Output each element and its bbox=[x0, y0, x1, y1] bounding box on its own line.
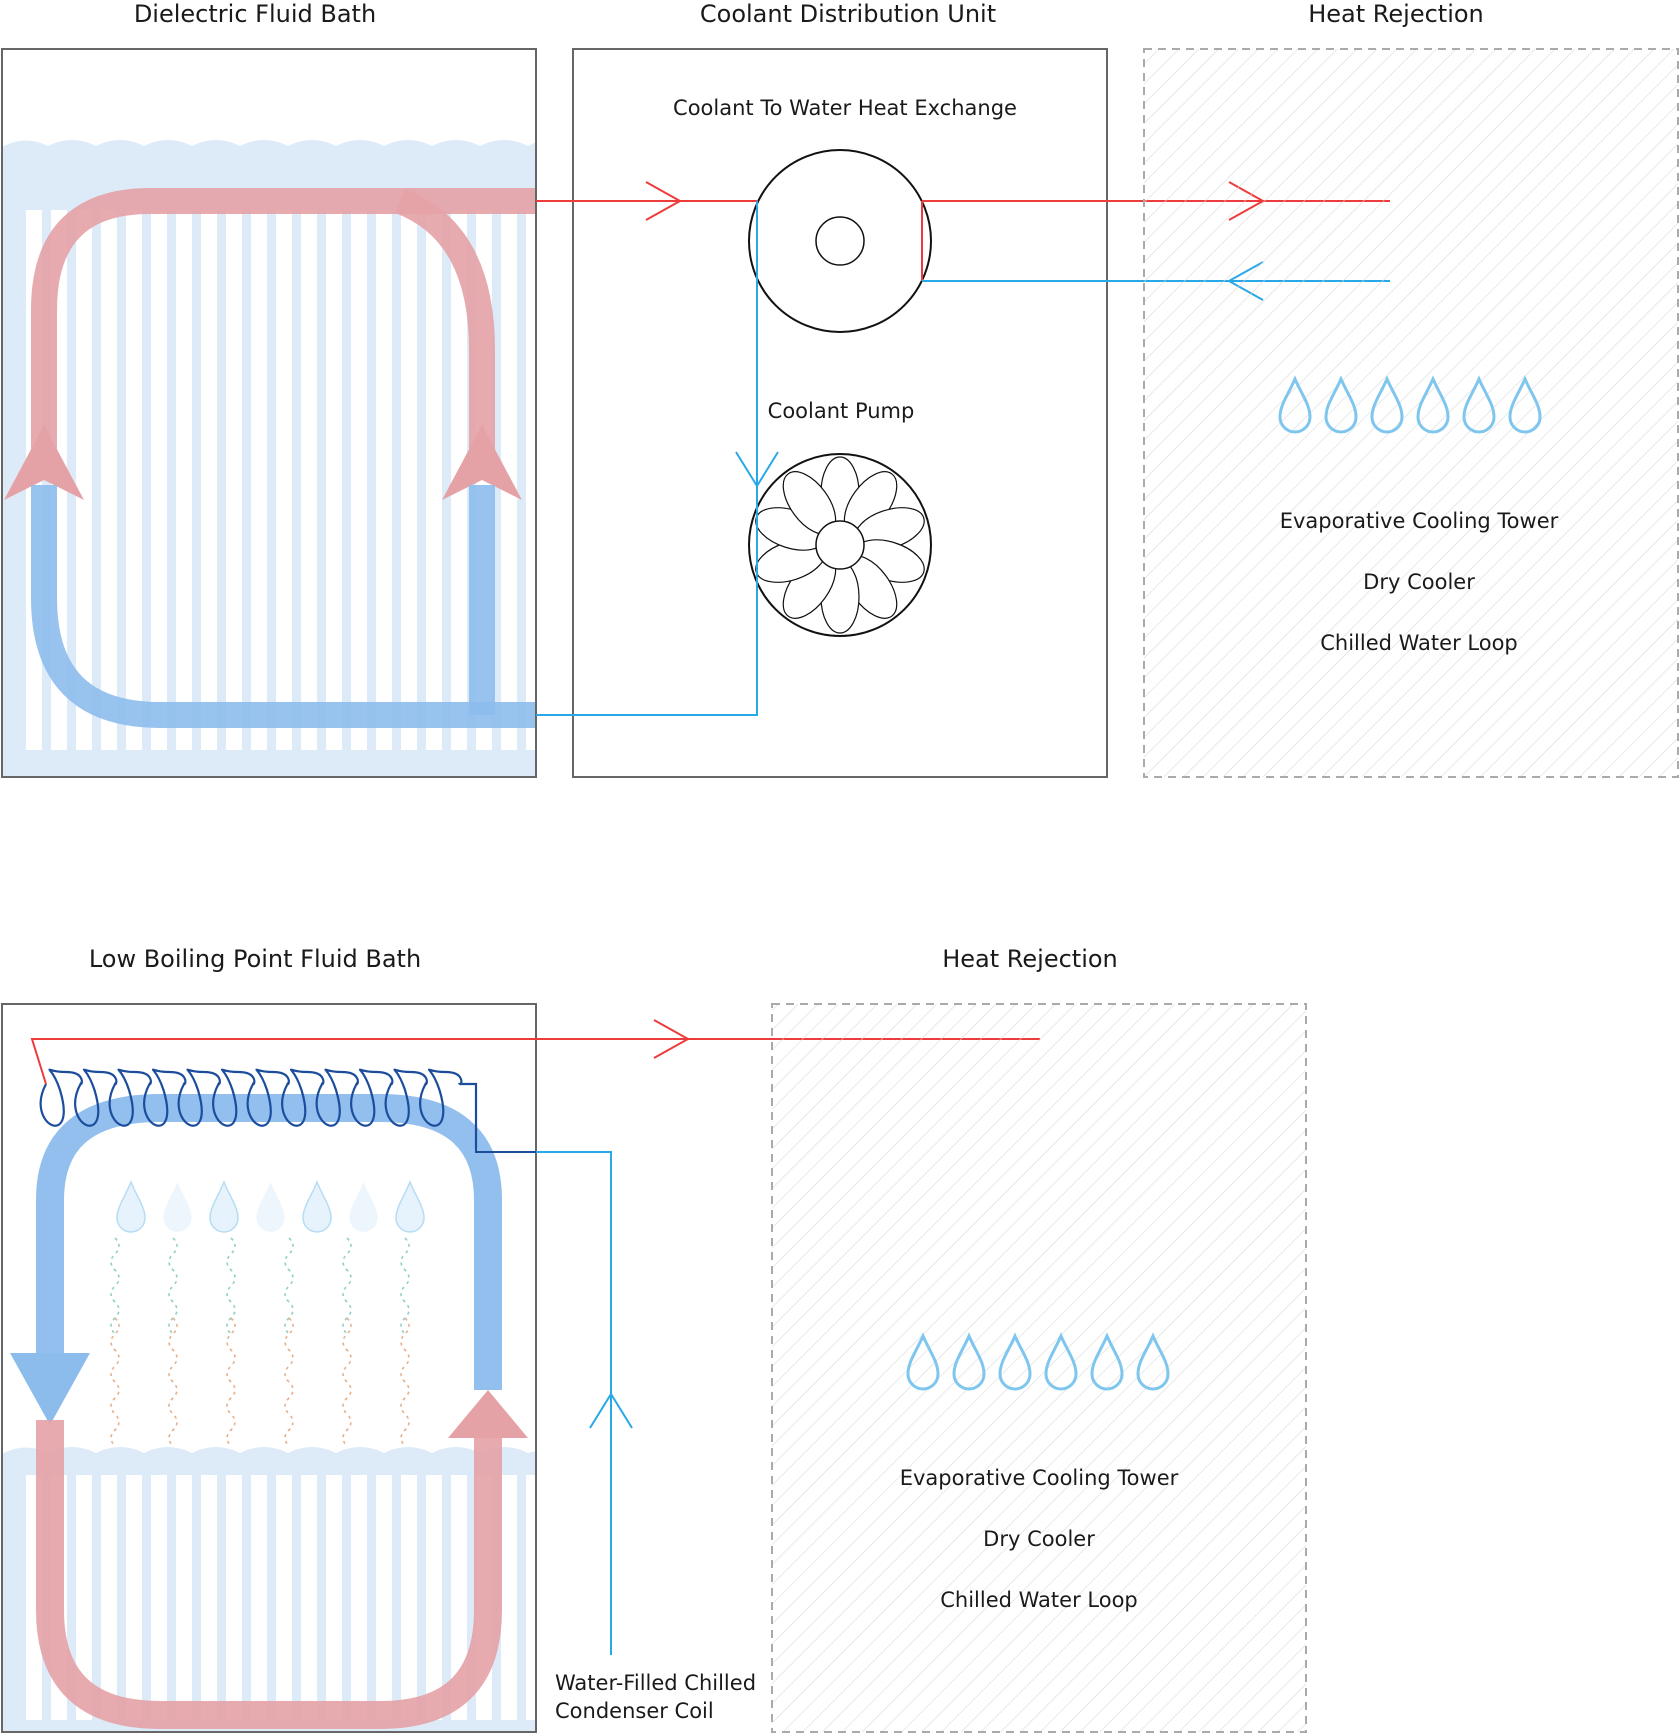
vapor-wisp bbox=[110, 1237, 120, 1335]
vapor-wisp bbox=[400, 1237, 410, 1335]
hot-arrow-right bbox=[442, 425, 522, 500]
server-blade bbox=[126, 210, 142, 750]
bath1-title: Dielectric Fluid Bath bbox=[134, 0, 376, 28]
condenser-water-line bbox=[536, 1151, 633, 1655]
heat-exchanger bbox=[748, 149, 932, 333]
server-blade bbox=[226, 1475, 242, 1720]
hot-arrow-up bbox=[448, 1390, 528, 1438]
server-blade bbox=[176, 1475, 192, 1720]
heat-exchanger-label: Coolant To Water Heat Exchange bbox=[673, 96, 1017, 120]
server-blade bbox=[376, 1475, 392, 1720]
server-blade bbox=[251, 210, 267, 750]
server-blade bbox=[376, 210, 392, 750]
cdu-title: Coolant Distribution Unit bbox=[700, 0, 996, 28]
server-blade bbox=[126, 1475, 142, 1720]
droplet-icon bbox=[116, 1181, 146, 1233]
droplet-icon bbox=[349, 1182, 378, 1232]
server-blade bbox=[176, 210, 192, 750]
server-blade bbox=[76, 1475, 92, 1720]
server-blades bbox=[26, 210, 536, 750]
server-blade bbox=[351, 210, 367, 750]
hot-liquid-flow bbox=[36, 1420, 502, 1729]
vapor-wisps bbox=[110, 1237, 410, 1447]
server-blade bbox=[76, 210, 92, 750]
bath2-box bbox=[1, 1003, 537, 1733]
server-blade bbox=[451, 1475, 467, 1720]
rejection1-option: Chilled Water Loop bbox=[1320, 631, 1518, 655]
vapor-wisp bbox=[284, 1317, 294, 1447]
server-blade bbox=[276, 210, 292, 750]
droplet-icon bbox=[209, 1181, 239, 1233]
cdu-box bbox=[572, 48, 1108, 778]
condensate-droplets bbox=[116, 1181, 425, 1233]
rejection1-option: Dry Cooler bbox=[1363, 570, 1475, 594]
server-blade bbox=[251, 1475, 267, 1720]
vapor-wisp bbox=[168, 1317, 178, 1447]
rejection2-option: Dry Cooler bbox=[983, 1527, 1095, 1551]
server-blade bbox=[326, 210, 342, 750]
low-boiling-bath bbox=[2, 1068, 536, 1732]
server-blade bbox=[426, 210, 442, 750]
server-blade bbox=[151, 1475, 167, 1720]
condenser-hot-line bbox=[30, 1019, 1040, 1085]
droplet-icon bbox=[256, 1182, 285, 1232]
vapor-wisp bbox=[400, 1317, 410, 1447]
cold-arrow-down bbox=[10, 1353, 90, 1425]
vapor-wisp bbox=[110, 1317, 120, 1447]
droplet-icon bbox=[163, 1182, 192, 1232]
rejection2-option: Chilled Water Loop bbox=[940, 1588, 1138, 1612]
vapor-wisp bbox=[226, 1237, 236, 1335]
cold-fluid-flow bbox=[31, 485, 536, 728]
server-blade bbox=[401, 1475, 417, 1720]
droplet-icon bbox=[302, 1181, 332, 1233]
hot-fluid-flow bbox=[31, 188, 536, 462]
server-blade bbox=[151, 210, 167, 750]
cold-vapor-flow bbox=[36, 1094, 502, 1390]
server-blade bbox=[326, 1475, 342, 1720]
vapor-wisp bbox=[284, 1237, 294, 1335]
vapor-wisp bbox=[342, 1237, 352, 1335]
server-blade bbox=[526, 210, 536, 750]
server-blade bbox=[301, 210, 317, 750]
server-blade bbox=[276, 1475, 292, 1720]
vapor-wisp bbox=[226, 1317, 236, 1447]
server-blade bbox=[201, 1475, 217, 1720]
server-blade bbox=[401, 210, 417, 750]
rejection2-title: Heat Rejection bbox=[942, 945, 1118, 973]
rejection1-box bbox=[1143, 48, 1679, 778]
server-blade bbox=[501, 1475, 517, 1720]
bath2-title: Low Boiling Point Fluid Bath bbox=[89, 945, 421, 973]
server-blade bbox=[101, 1475, 117, 1720]
server-blade bbox=[301, 1475, 317, 1720]
hot-arrow-left bbox=[4, 425, 84, 500]
condenser-coil bbox=[39, 1068, 478, 1148]
condenser-label: Condenser Coil bbox=[555, 1699, 714, 1723]
server-blade bbox=[351, 1475, 367, 1720]
server-blade bbox=[526, 1475, 536, 1720]
pump-label: Coolant Pump bbox=[768, 399, 915, 423]
condenser-label: Water-Filled Chilled bbox=[555, 1671, 756, 1695]
rejection1-title: Heat Rejection bbox=[1308, 0, 1484, 28]
server-blade bbox=[201, 210, 217, 750]
server-blade bbox=[426, 1475, 442, 1720]
server-blade bbox=[101, 210, 117, 750]
vapor-wisp bbox=[168, 1237, 178, 1335]
bath1-box bbox=[1, 48, 537, 778]
rejection2-option: Evaporative Cooling Tower bbox=[900, 1466, 1179, 1490]
vapor-wisp bbox=[342, 1317, 352, 1447]
droplet-icon bbox=[395, 1181, 425, 1233]
rejection2-box bbox=[771, 1003, 1307, 1733]
dielectric-bath bbox=[2, 140, 536, 777]
rejection1-option: Evaporative Cooling Tower bbox=[1280, 509, 1559, 533]
coolant-pump bbox=[748, 453, 932, 637]
server-blade bbox=[226, 210, 242, 750]
